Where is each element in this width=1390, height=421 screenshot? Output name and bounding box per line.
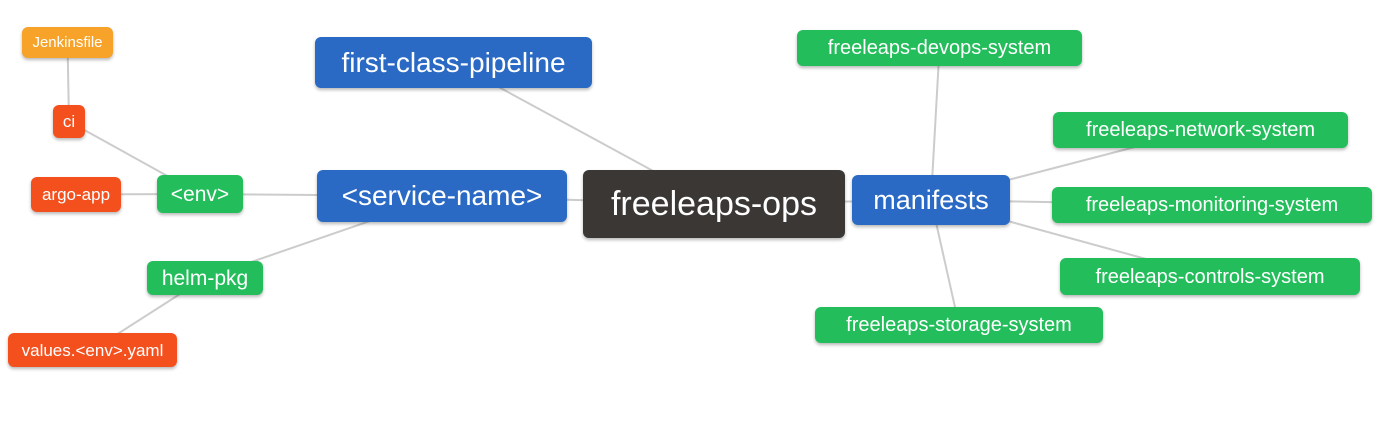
node-env[interactable]: <env> (157, 175, 243, 213)
node-service-name[interactable]: <service-name> (317, 170, 567, 222)
node-controls-system[interactable]: freeleaps-controls-system (1060, 258, 1360, 295)
node-manifests[interactable]: manifests (852, 175, 1010, 225)
node-network-system[interactable]: freeleaps-network-system (1053, 112, 1348, 148)
node-jenkinsfile[interactable]: Jenkinsfile (22, 27, 113, 58)
node-freeleaps-ops[interactable]: freeleaps-ops (583, 170, 845, 238)
node-argo-app[interactable]: argo-app (31, 177, 121, 212)
node-devops-system[interactable]: freeleaps-devops-system (797, 30, 1082, 66)
node-first-class-pipeline[interactable]: first-class-pipeline (315, 37, 592, 88)
node-storage-system[interactable]: freeleaps-storage-system (815, 307, 1103, 343)
node-ci[interactable]: ci (53, 105, 85, 138)
node-helm-pkg[interactable]: helm-pkg (147, 261, 263, 295)
node-values-env-yaml[interactable]: values.<env>.yaml (8, 333, 177, 367)
node-monitoring-system[interactable]: freeleaps-monitoring-system (1052, 187, 1372, 223)
edge-manifests-devops-system (930, 47, 941, 201)
